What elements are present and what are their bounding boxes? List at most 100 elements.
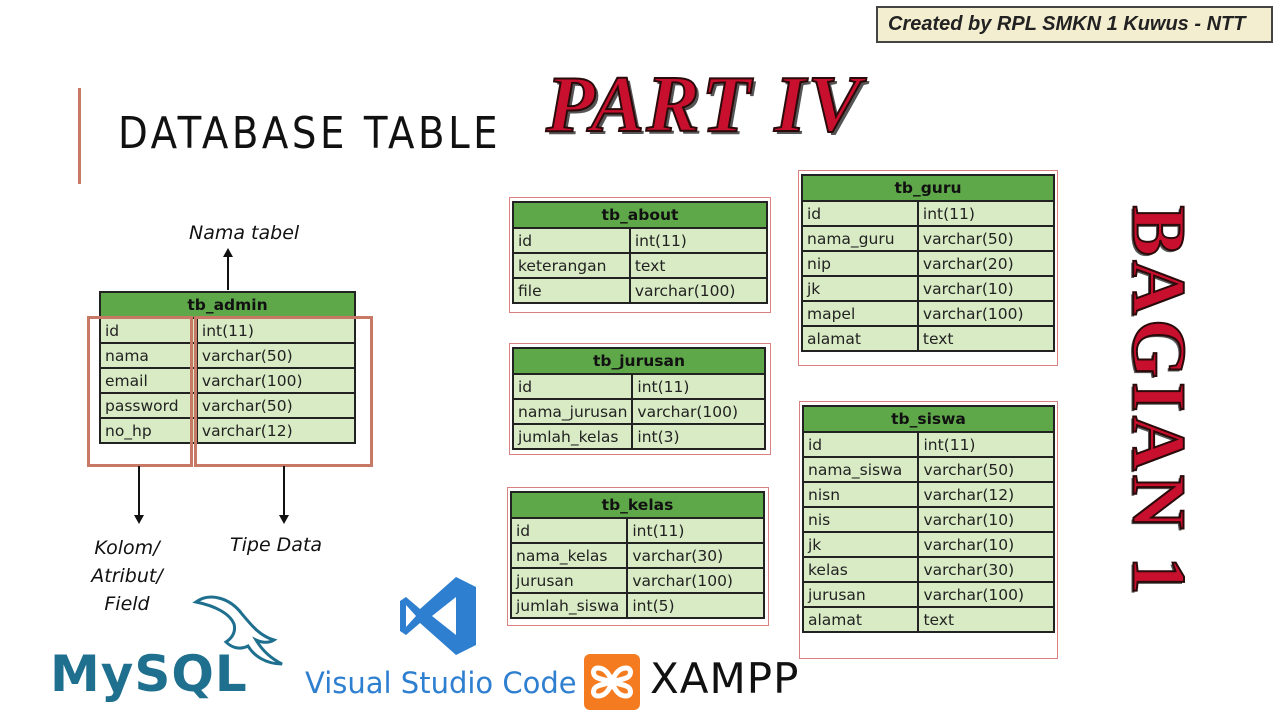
data-type-cell: varchar(10) bbox=[917, 506, 1055, 533]
part-heading: PART IV bbox=[545, 60, 864, 150]
data-type-cell: varchar(50) bbox=[195, 392, 357, 419]
data-type-cell: int(11) bbox=[628, 227, 769, 254]
table-name-header: tb_about bbox=[512, 201, 768, 229]
data-type-cell: varchar(30) bbox=[917, 556, 1055, 583]
data-type-cell: int(5) bbox=[626, 592, 765, 619]
data-type-cell: varchar(30) bbox=[626, 542, 765, 569]
column-name-cell: nama bbox=[99, 342, 198, 369]
data-type-cell: varchar(100) bbox=[631, 398, 766, 425]
table-name-header: tb_kelas bbox=[510, 491, 765, 519]
column-name-cell: id bbox=[509, 517, 629, 544]
data-type-cell: int(11) bbox=[195, 317, 357, 344]
page-title: DATABASE TABLE bbox=[118, 108, 502, 159]
table-name-header: tb_guru bbox=[801, 174, 1055, 202]
column-name-cell: password bbox=[99, 392, 198, 419]
data-type-cell: varchar(50) bbox=[917, 456, 1055, 483]
column-name-cell: nama_kelas bbox=[509, 542, 629, 569]
column-name-cell: id bbox=[801, 431, 920, 458]
table-frame bbox=[799, 401, 1058, 659]
data-type-cell: varchar(12) bbox=[917, 481, 1055, 508]
data-type-cell: varchar(20) bbox=[916, 250, 1056, 277]
data-type-cell: text bbox=[916, 325, 1056, 352]
column-name-cell: jk bbox=[801, 275, 919, 302]
data-type-cell: varchar(100) bbox=[626, 567, 765, 594]
column-name-cell: id bbox=[801, 200, 919, 227]
column-name-cell: mapel bbox=[801, 300, 919, 327]
column-highlight-box bbox=[87, 316, 193, 467]
data-type-cell: int(11) bbox=[631, 373, 766, 400]
type-highlight-box bbox=[194, 316, 373, 467]
vscode-icon bbox=[400, 577, 476, 655]
table-frame bbox=[507, 487, 769, 626]
column-label-line: Field bbox=[104, 593, 150, 615]
column-name-cell: alamat bbox=[801, 606, 920, 633]
vscode-logo-text: Visual Studio Code bbox=[305, 666, 577, 700]
column-label-line: Atribut/ bbox=[91, 565, 163, 587]
data-type-cell: int(3) bbox=[631, 423, 766, 450]
up-arrow-icon bbox=[223, 248, 233, 290]
column-name-cell: jurusan bbox=[801, 581, 920, 608]
down-arrow-icon bbox=[279, 466, 289, 524]
mysql-dolphin-icon bbox=[192, 595, 283, 666]
data-type-cell: varchar(50) bbox=[916, 225, 1056, 252]
data-type-cell: text bbox=[628, 252, 769, 279]
xampp-icon bbox=[584, 654, 640, 710]
xampp-logo-text: XAMPP bbox=[650, 654, 800, 703]
down-arrow-icon bbox=[134, 466, 144, 524]
column-name-cell: jumlah_kelas bbox=[511, 423, 634, 450]
data-type-cell: varchar(12) bbox=[195, 417, 357, 444]
column-name-cell: id bbox=[512, 227, 631, 254]
data-type-cell: int(11) bbox=[917, 431, 1055, 458]
column-name-cell: file bbox=[512, 277, 631, 304]
column-label-line: Kolom/ bbox=[94, 537, 160, 559]
data-type-cell: text bbox=[917, 606, 1055, 633]
title-accent-line bbox=[78, 88, 81, 184]
table-name-header: tb_admin bbox=[99, 291, 356, 319]
xampp-glyph-icon bbox=[591, 665, 633, 699]
column-name-cell: jumlah_siswa bbox=[509, 592, 629, 619]
credit-banner: Created by RPL SMKN 1 Kuwus - NTT bbox=[876, 6, 1273, 43]
column-name-cell: nama_siswa bbox=[801, 456, 920, 483]
data-type-cell: varchar(100) bbox=[917, 581, 1055, 608]
bagian-text: BAGIAN 1 bbox=[1116, 204, 1202, 599]
table-frame bbox=[509, 197, 771, 313]
data-type-cell: varchar(10) bbox=[916, 275, 1056, 302]
bagian-heading: BAGIAN 1 bbox=[1116, 202, 1208, 602]
column-name-cell: nama_jurusan bbox=[511, 398, 634, 425]
data-type-cell: int(11) bbox=[626, 517, 765, 544]
mysql-logo-text: MySQL bbox=[50, 645, 248, 703]
column-name-cell: no_hp bbox=[99, 417, 198, 444]
